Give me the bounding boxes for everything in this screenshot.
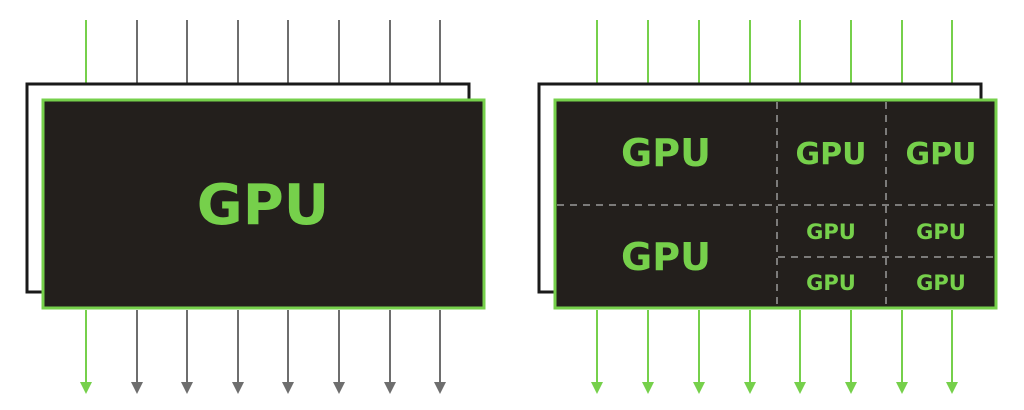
partition-label: GPU bbox=[806, 220, 856, 244]
left-input-lanes bbox=[85, 20, 441, 102]
right-output-lanes bbox=[591, 310, 958, 394]
partition-labels: GPU GPU GPU GPU GPU GPU GPU GPU bbox=[621, 131, 976, 295]
left-gpu-label: GPU bbox=[197, 173, 329, 238]
left-single-gpu-group: GPU bbox=[25, 20, 486, 394]
left-gpu-chip bbox=[41, 98, 486, 310]
partition-label: GPU bbox=[906, 137, 977, 172]
partition-label: GPU bbox=[916, 271, 966, 295]
right-gpu-chip bbox=[553, 98, 998, 310]
partition-label: GPU bbox=[796, 137, 867, 172]
right-partitioned-gpu-group: GPU GPU GPU GPU GPU GPU GPU GPU bbox=[537, 20, 998, 394]
left-output-lanes bbox=[80, 310, 446, 394]
partition-label: GPU bbox=[621, 235, 711, 279]
partition-label: GPU bbox=[806, 271, 856, 295]
partition-label: GPU bbox=[916, 220, 966, 244]
partition-label: GPU bbox=[621, 131, 711, 175]
partition-dividers bbox=[557, 102, 995, 306]
